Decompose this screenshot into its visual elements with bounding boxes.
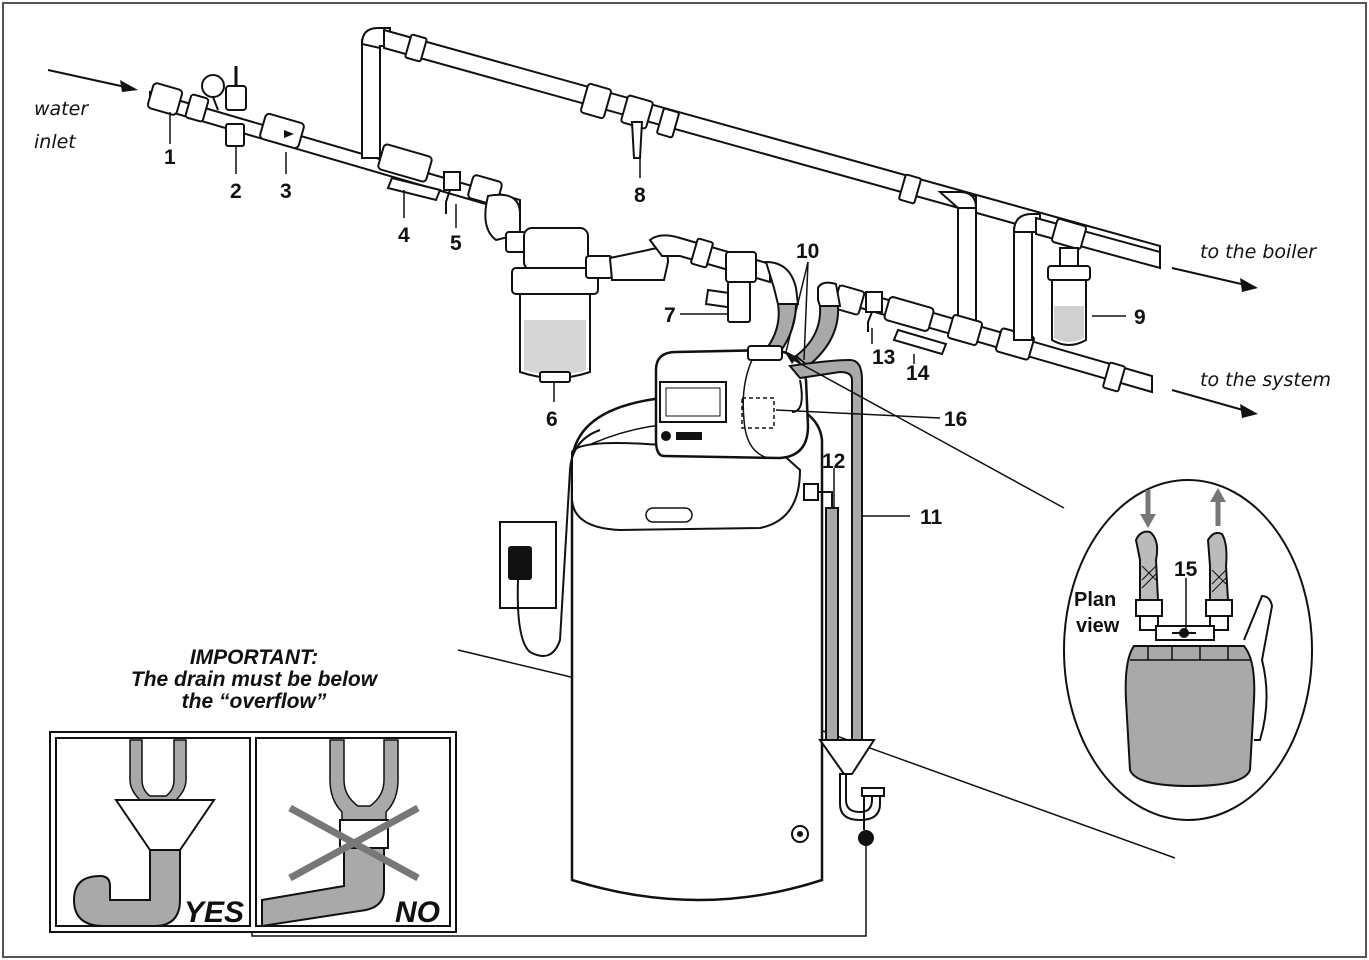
label-to-system: to the system <box>1200 369 1331 391</box>
plan-view <box>1063 479 1313 821</box>
important-title: IMPORTANT: <box>190 646 318 669</box>
floor-lines <box>457 649 1176 859</box>
bypass-pipe <box>360 27 1161 327</box>
callout-13: 13 <box>872 346 895 369</box>
callout-15: 15 <box>1174 558 1198 581</box>
callout-8: 8 <box>634 184 646 207</box>
inlet-valve-assembly <box>648 234 842 323</box>
label-water-inlet-1: water <box>34 98 89 120</box>
callout-2: 2 <box>230 180 242 203</box>
softener-unit <box>570 345 863 902</box>
label-to-boiler: to the boiler <box>1200 241 1317 263</box>
inlet-pipe <box>146 66 521 216</box>
panel-no-label: NO <box>395 896 440 929</box>
callout-5: 5 <box>450 232 462 255</box>
callout-11: 11 <box>920 506 943 529</box>
callout-9: 9 <box>1134 306 1146 329</box>
panel-yes-label: YES <box>184 896 244 929</box>
callout-7: 7 <box>664 304 676 327</box>
outlet-pipe <box>832 213 1161 394</box>
inlet-arrow <box>47 69 138 92</box>
callout-4: 4 <box>398 224 410 247</box>
callout-16: 16 <box>944 408 967 431</box>
sediment-filter <box>484 193 670 383</box>
callout-10: 10 <box>796 240 819 263</box>
label-water-inlet-2: inlet <box>34 131 77 153</box>
callout-3: 3 <box>280 180 292 203</box>
important-line-1: The drain must be below <box>131 668 379 691</box>
leader-lines <box>169 112 1126 517</box>
drain-comparison-box <box>49 731 457 933</box>
power-supply <box>499 429 601 657</box>
callout-1: 1 <box>164 146 176 169</box>
label-plan: Plan <box>1074 589 1116 611</box>
outlet-arrows <box>1171 267 1258 418</box>
text-labels: water inlet to the boiler to the system … <box>34 98 1331 929</box>
important-line-2: the “overflow” <box>182 690 327 713</box>
label-view: view <box>1076 615 1120 637</box>
callout-12: 12 <box>822 450 845 473</box>
callout-14: 14 <box>906 362 930 385</box>
callout-6: 6 <box>546 408 558 431</box>
